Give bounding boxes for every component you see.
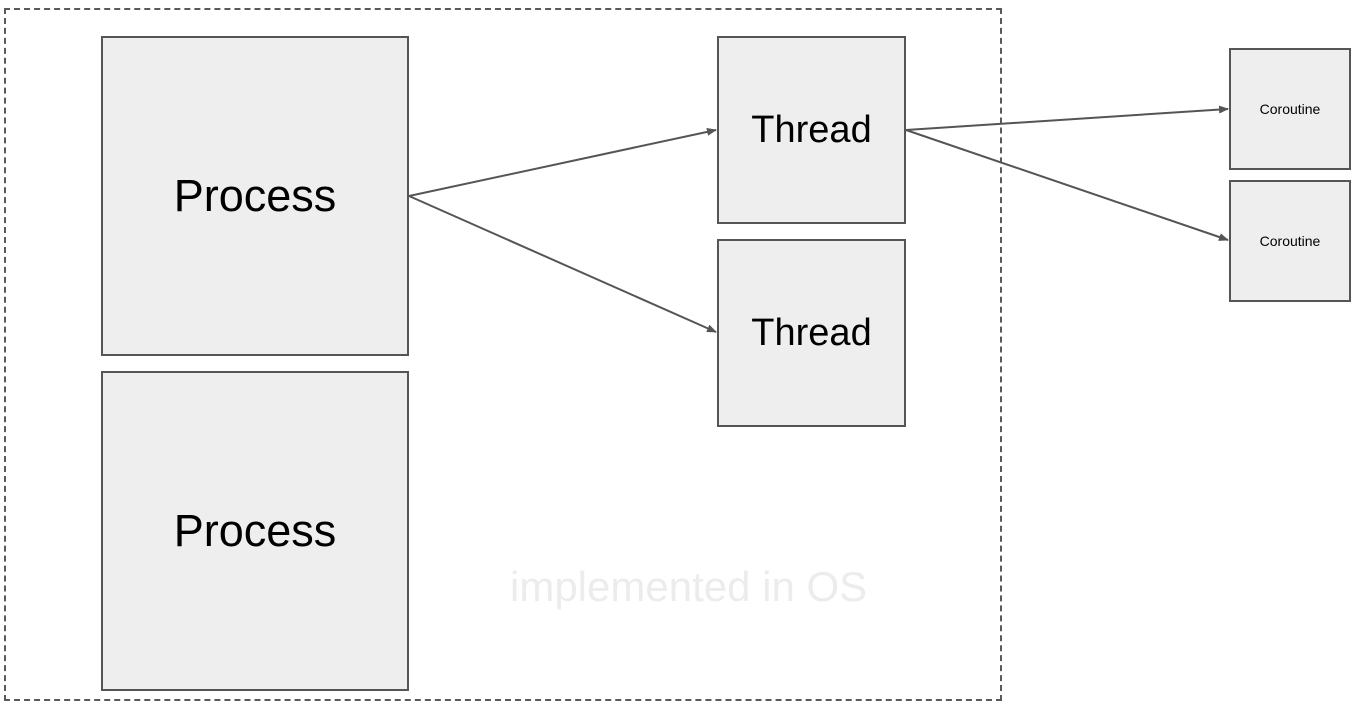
coroutine-label: Coroutine <box>1259 233 1321 249</box>
process-box: Process <box>101 371 409 691</box>
thread-label: Thread <box>751 311 872 354</box>
thread-label: Thread <box>751 108 872 151</box>
process-label: Process <box>173 170 337 221</box>
coroutine-box: Coroutine <box>1229 180 1351 302</box>
process-label: Process <box>173 505 337 556</box>
coroutine-label: Coroutine <box>1259 101 1321 117</box>
os-boundary <box>4 8 1002 701</box>
process-box: Process <box>101 36 409 356</box>
thread-box: Thread <box>717 239 906 427</box>
os-boundary-label: implemented in OS <box>510 563 868 610</box>
coroutine-box: Coroutine <box>1229 48 1351 170</box>
thread-box: Thread <box>717 36 906 224</box>
